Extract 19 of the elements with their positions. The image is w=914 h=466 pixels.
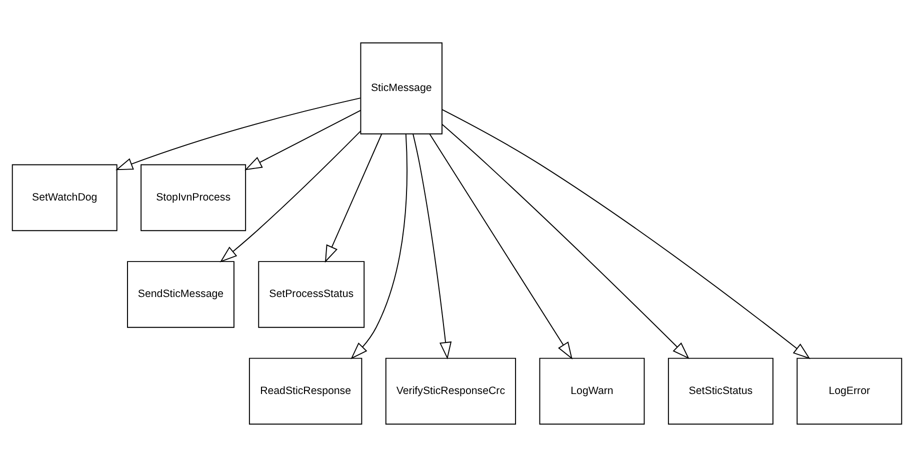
node-box: LogWarn xyxy=(539,357,645,424)
arrow xyxy=(244,109,361,170)
node-box: VerifySticResponseCrc xyxy=(385,357,516,424)
arrow xyxy=(412,132,452,359)
arrow xyxy=(220,130,362,262)
node-box: SetProcessStatus xyxy=(258,260,365,328)
arrow xyxy=(442,108,810,359)
node-box: LogError xyxy=(796,357,902,424)
arrow xyxy=(429,133,572,359)
node-box: StopIvnProcess xyxy=(140,164,246,231)
arrow xyxy=(324,132,382,262)
node-box: SetSticStatus xyxy=(668,357,774,424)
node-box: SticMessage xyxy=(360,42,442,134)
arrow xyxy=(116,97,361,170)
arrow xyxy=(350,133,408,359)
node-box: ReadSticResponse xyxy=(248,357,362,424)
arrow xyxy=(442,123,690,359)
node-box: SendSticMessage xyxy=(127,260,234,328)
node-box: SetWatchDog xyxy=(12,164,118,231)
